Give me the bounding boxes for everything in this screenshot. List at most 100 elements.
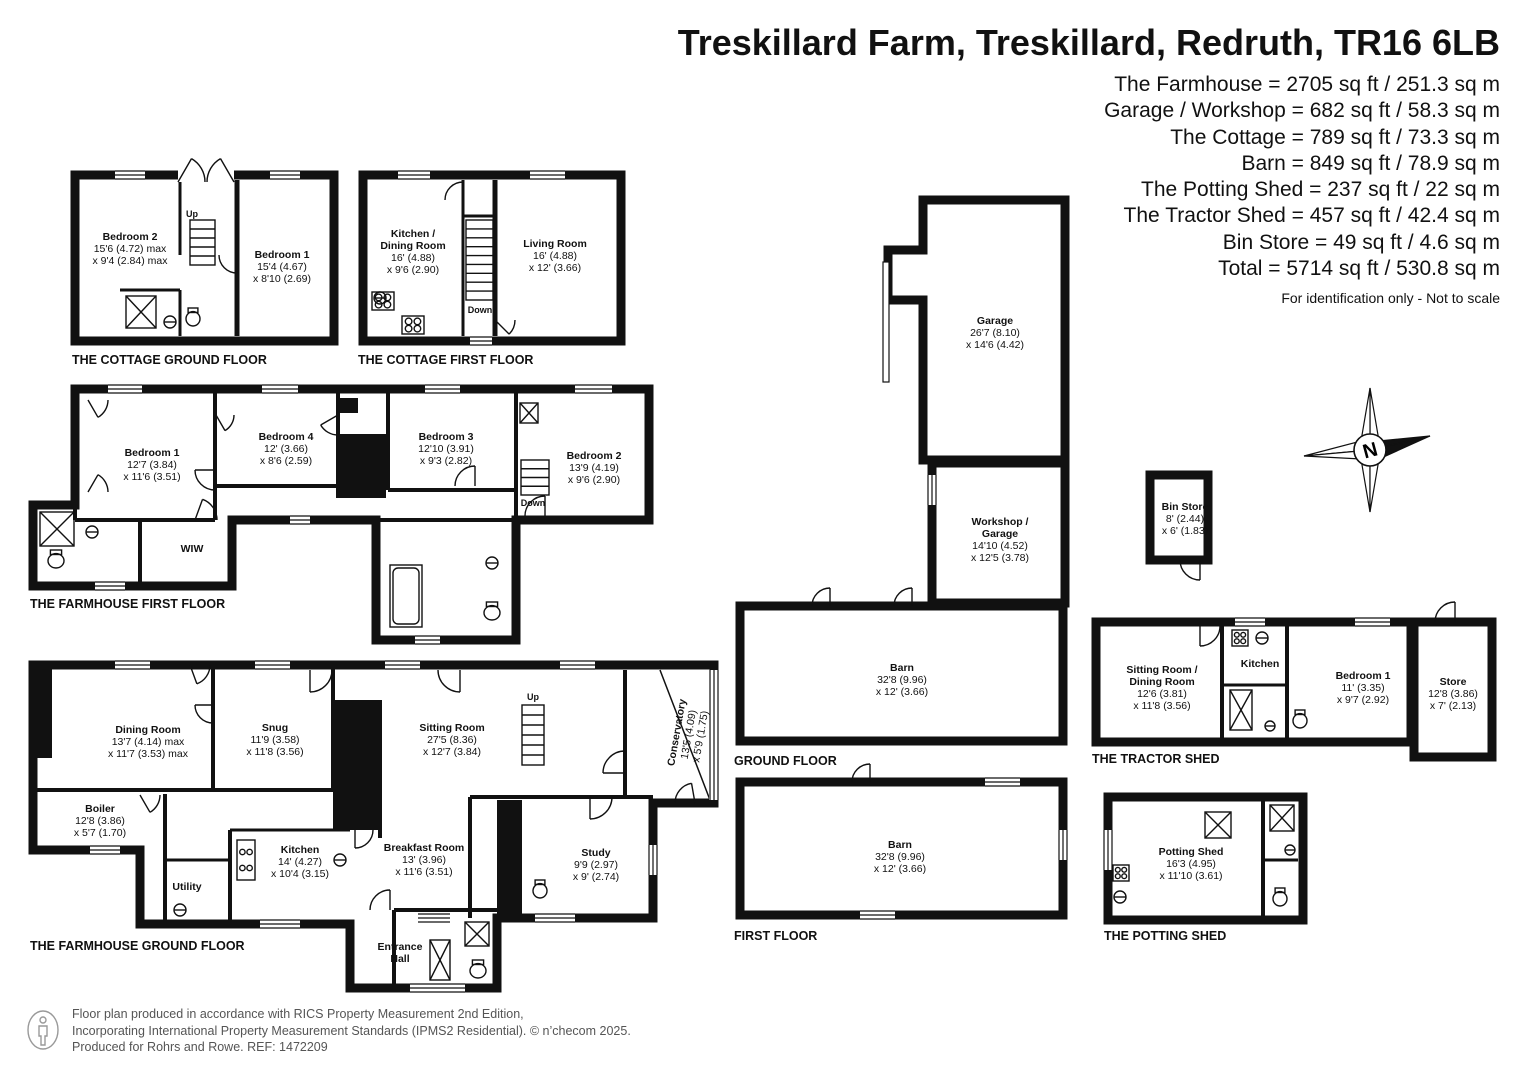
room-dimension: x 12' (3.66) [876, 686, 928, 698]
toilet-icon [1272, 887, 1288, 907]
room-label-gf-utility: Utility [172, 881, 201, 893]
room-name: Living Room [523, 238, 587, 250]
toilet-icon [1272, 890, 1288, 907]
door-swing [524, 495, 546, 517]
staircase [465, 219, 494, 301]
door-swing [320, 414, 339, 436]
room-name: Bedroom 2 [103, 231, 158, 243]
conservatory-glazing [659, 669, 711, 801]
hob-icon [371, 291, 395, 311]
door-swing [1179, 559, 1201, 581]
room-dimension: 11'9 (3.58) [250, 734, 299, 746]
room-name: Sitting Room / [1126, 664, 1197, 676]
room-dimension: 16'3 (4.95) [1166, 858, 1216, 870]
door-swing [893, 587, 913, 607]
chimney-breast [338, 434, 386, 498]
shower-icon [39, 511, 75, 547]
area-line: Bin Store = 49 sq ft / 4.6 sq m [1222, 230, 1500, 254]
room-dimension: 16' (4.88) [391, 252, 435, 264]
shower-icon [1269, 804, 1295, 832]
sink-icon [1284, 844, 1296, 856]
room-dimension: 8' (2.44) [1166, 513, 1204, 525]
toilet-icon [469, 959, 487, 979]
sink-icon [1264, 720, 1276, 732]
staircase [520, 459, 550, 496]
window [270, 170, 300, 180]
room-dimension: 9'9 (2.97) [574, 859, 618, 871]
room-dimension: 13' (3.96) [402, 854, 446, 866]
toilet-icon [1292, 712, 1308, 729]
door-swing [194, 498, 218, 521]
door-swing [139, 794, 161, 813]
footer-line: Produced for Rohrs and Rowe. REF: 147220… [72, 1040, 328, 1054]
floor-label-potting-shed: THE POTTING SHED [1104, 929, 1226, 943]
door-swing [194, 704, 214, 724]
window [1058, 830, 1068, 860]
window [470, 336, 492, 346]
toilet-icon [185, 307, 201, 327]
room-dimension: 12' (3.66) [264, 443, 308, 455]
sink-icon [373, 291, 387, 305]
shower-icon [125, 295, 157, 329]
hob-icon [1114, 873, 1121, 880]
door-swing [369, 889, 391, 911]
shower-icon [429, 939, 451, 981]
door-swing [437, 669, 461, 693]
toilet-icon [534, 879, 546, 886]
room-dimension: 32'8 (9.96) [875, 851, 925, 863]
room-dimension: x 9' (2.74) [573, 871, 619, 883]
door-swing [1434, 601, 1456, 623]
door-swing [206, 158, 235, 183]
door-swing [494, 319, 516, 335]
room-dimension: 14' (4.27) [278, 856, 322, 868]
room-dimension: x 10'4 (3.15) [271, 868, 329, 880]
room-name: Breakfast Room [384, 842, 465, 854]
compass-north-label: N [1360, 438, 1380, 463]
hob-icon [1121, 873, 1128, 880]
floor-label-farmhouse-ground: THE FARMHOUSE GROUND FLOOR [30, 939, 245, 953]
room-dimension: 15'4 (4.67) [257, 261, 307, 273]
shower-icon [464, 921, 490, 947]
hob-icon [374, 300, 383, 309]
hob-icon [238, 848, 246, 856]
window [560, 660, 595, 670]
area-line: The Farmhouse = 2705 sq ft / 251.3 sq m [1114, 73, 1500, 96]
room-name: Study [581, 847, 610, 859]
shower-icon [519, 402, 539, 424]
footer-line: Incorporating International Property Mea… [72, 1023, 631, 1038]
hob-icon [404, 317, 413, 326]
room-name: Bedroom 1 [125, 447, 180, 459]
door-swing [851, 763, 871, 783]
room-dimension: x 7' (2.13) [1430, 700, 1476, 712]
room-name: Garage [982, 528, 1018, 540]
floor-label-barn-first: FIRST FLOOR [734, 929, 817, 943]
shower-icon [125, 295, 157, 329]
toilet-icon [471, 959, 485, 966]
door-swing [87, 399, 109, 418]
toilet-icon [187, 307, 199, 314]
room-name: Bedroom 3 [419, 431, 474, 443]
door-swing [602, 750, 626, 774]
shower-icon [429, 939, 451, 981]
room-dimension: x 9'3 (2.82) [420, 455, 472, 467]
staircase [465, 219, 494, 301]
toilet-icon [49, 549, 63, 556]
door-swing [177, 158, 206, 183]
room-dimension: x 12'5 (3.78) [971, 552, 1029, 564]
room-dimension: x 5'7 (1.70) [74, 827, 126, 839]
door-swing [320, 414, 339, 436]
chimney-breast [333, 700, 378, 830]
bath-icon [392, 567, 420, 625]
window [290, 515, 310, 525]
room-name: Potting Shed [1159, 846, 1224, 858]
